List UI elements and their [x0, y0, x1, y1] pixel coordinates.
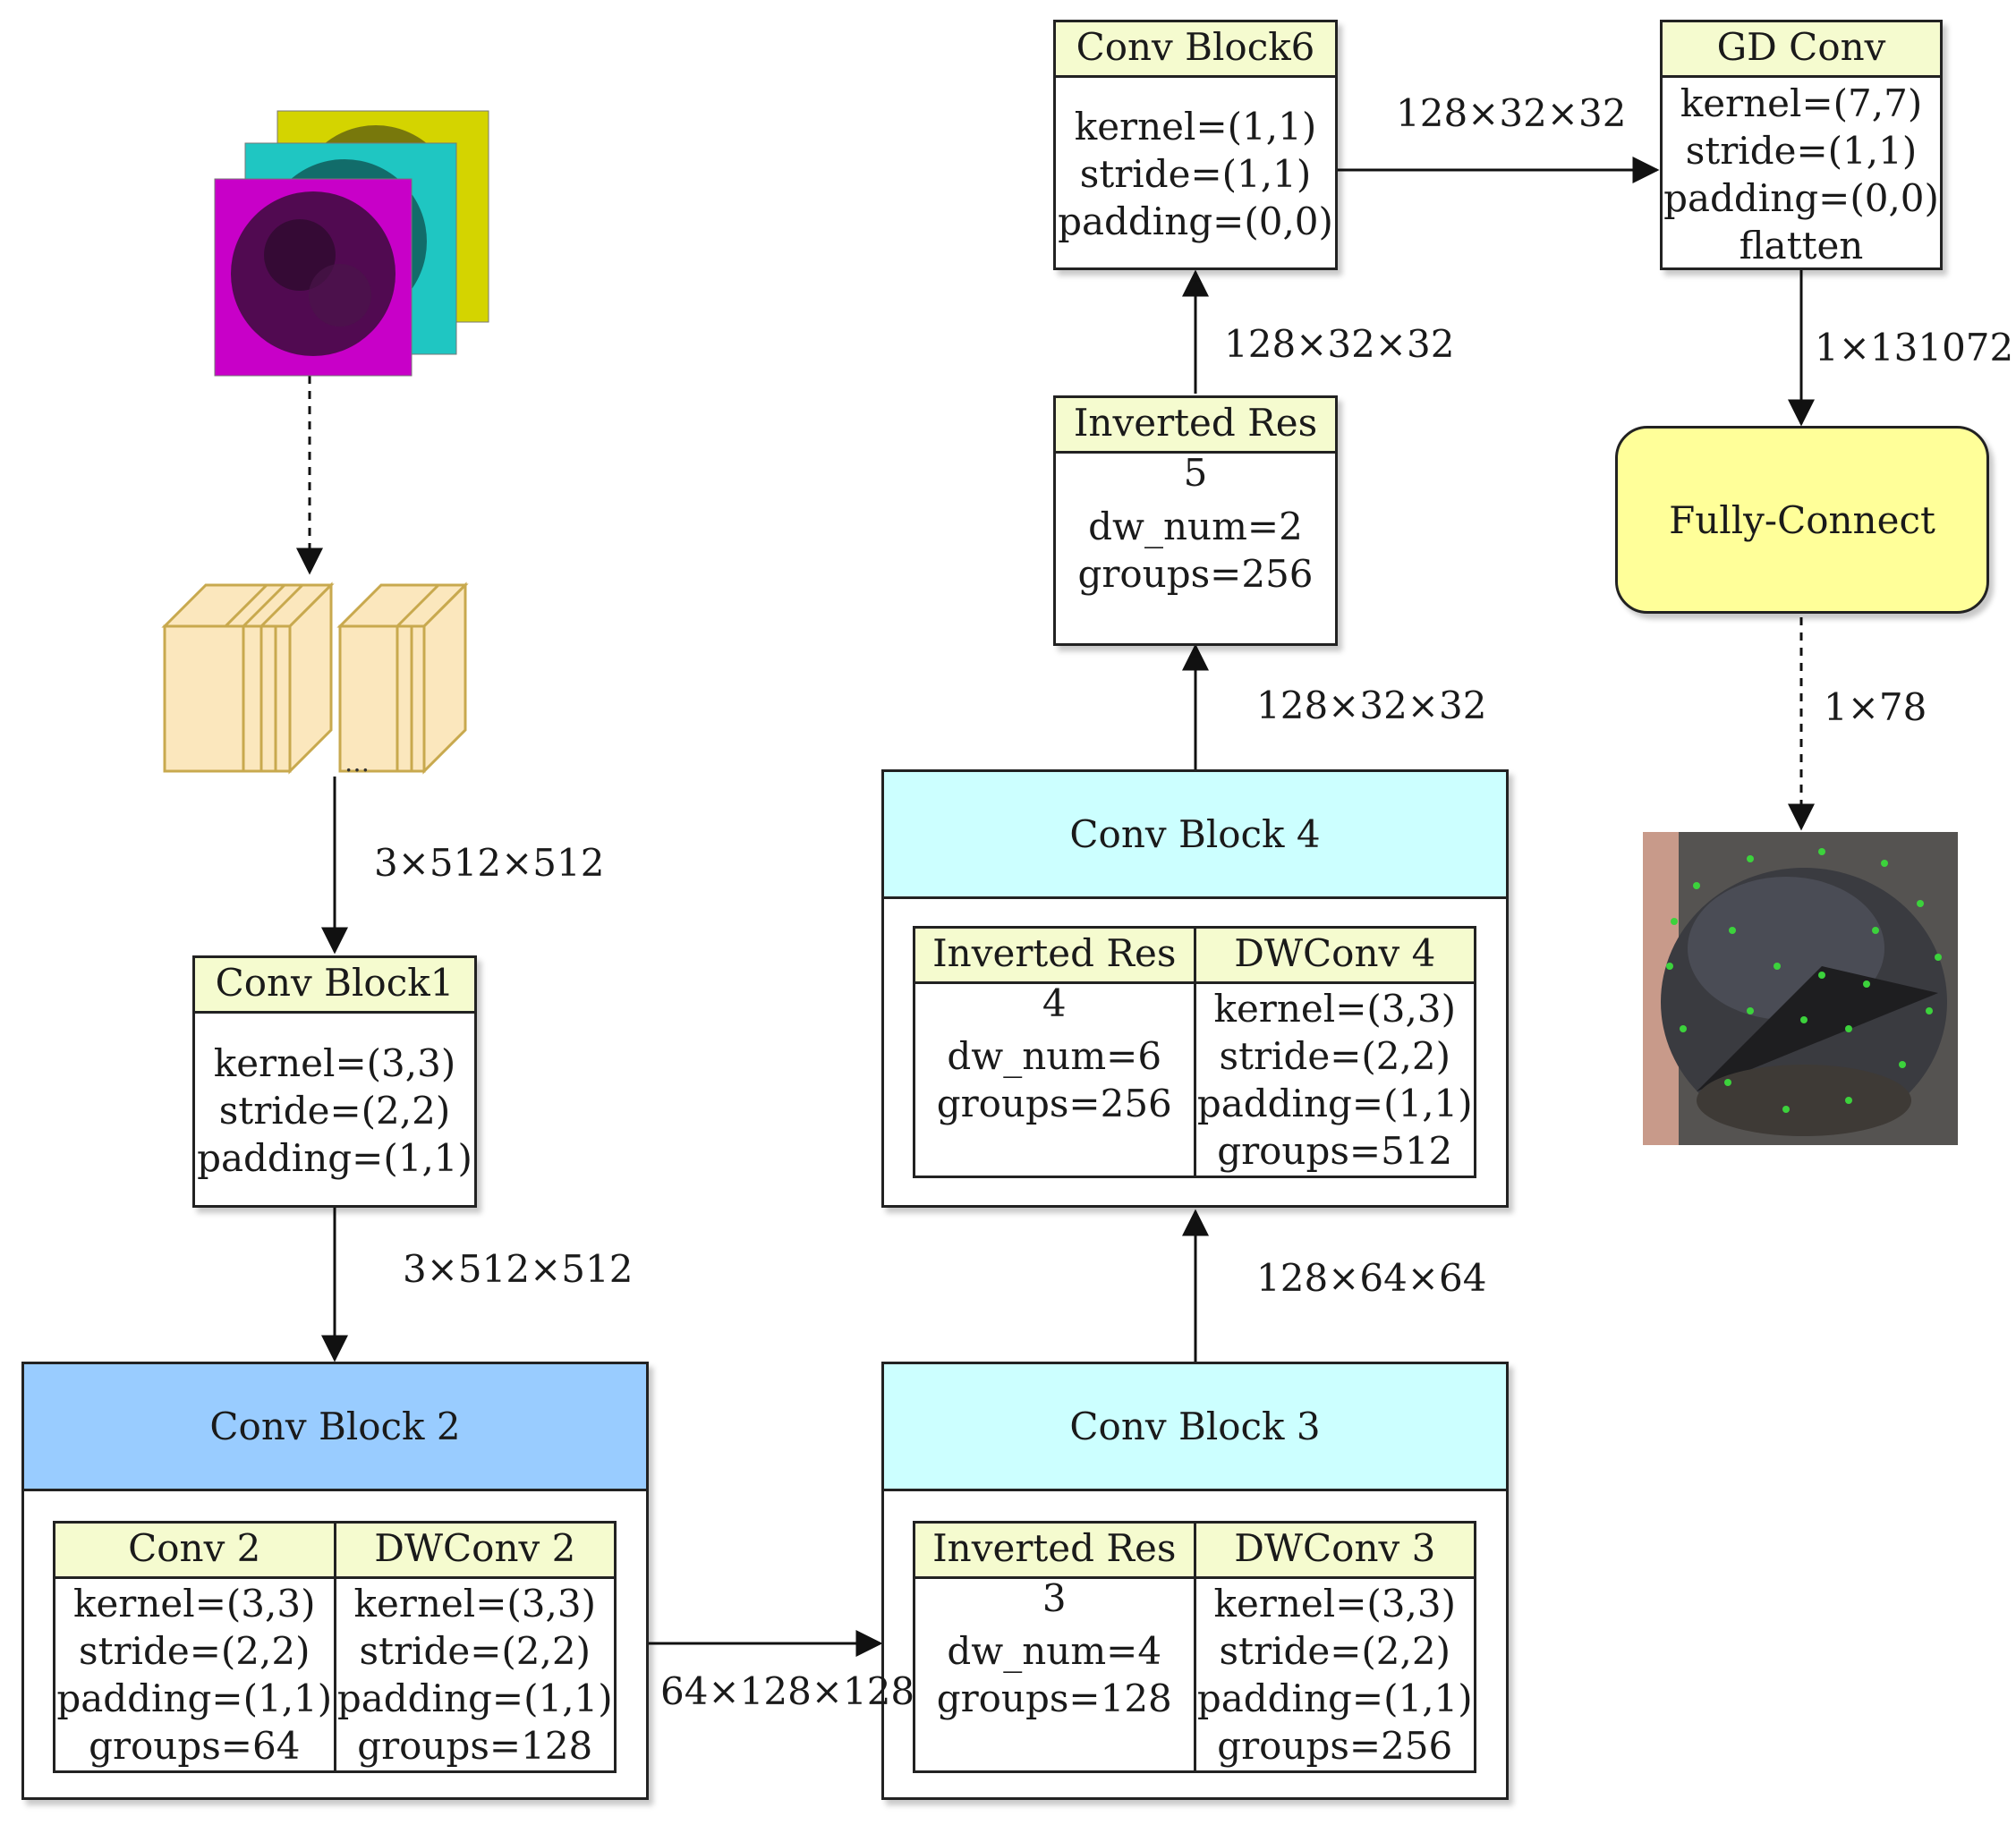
- conv-block6: Conv Block6 kernel=(1,1) stride=(1,1) pa…: [1053, 20, 1338, 270]
- inverted-res3-title: Inverted Res 3: [915, 1524, 1194, 1620]
- param-line: dw_num=2: [1088, 504, 1303, 548]
- conv2-column: Conv 2 kernel=(3,3) stride=(2,2) padding…: [55, 1524, 334, 1770]
- dwconv3-title: DWConv 3: [1195, 1524, 1474, 1579]
- dwconv2-title: DWConv 2: [336, 1524, 614, 1579]
- param-line: stride=(2,2): [1219, 1629, 1450, 1673]
- param-line: padding=(1,1): [197, 1136, 472, 1180]
- inverted-res5-title: Inverted Res 5: [1056, 398, 1335, 495]
- param-line: groups=256: [1077, 551, 1314, 596]
- param-line: kernel=(7,7): [1680, 81, 1923, 125]
- param-line: padding=(1,1): [336, 1676, 613, 1720]
- conv-block2: Conv Block 2 Conv 2 kernel=(3,3) stride=…: [21, 1362, 649, 1800]
- conv-block1-title: Conv Block1: [195, 958, 474, 1014]
- input-image-stack-icon: [214, 110, 489, 377]
- param-line: groups=64: [89, 1724, 301, 1768]
- conv-block4-title: Conv Block 4: [884, 772, 1506, 899]
- gd-conv: GD Conv kernel=(7,7) stride=(1,1) paddin…: [1660, 20, 1943, 270]
- param-line: padding=(1,1): [1196, 1082, 1473, 1125]
- conv-block2-inner: Conv 2 kernel=(3,3) stride=(2,2) padding…: [53, 1521, 617, 1773]
- edge-label-cb4-to-ir5: 128×32×32: [1256, 683, 1487, 727]
- param-line: padding=(0,0): [1663, 175, 1939, 220]
- conv-block6-params: kernel=(1,1) stride=(1,1) padding=(0,0): [1056, 78, 1335, 270]
- param-line: groups=128: [357, 1724, 593, 1768]
- conv-block2-title: Conv Block 2: [24, 1364, 646, 1491]
- dwconv2-params: kernel=(3,3) stride=(2,2) padding=(1,1) …: [336, 1579, 615, 1770]
- svg-text:…: …: [345, 748, 370, 777]
- conv2-title: Conv 2: [55, 1524, 334, 1579]
- conv-block6-title: Conv Block6: [1056, 22, 1335, 78]
- param-line: kernel=(3,3): [353, 1582, 596, 1626]
- inverted-res4-params: dw_num=6 groups=256: [915, 984, 1194, 1176]
- param-line: padding=(0,0): [1058, 199, 1333, 243]
- param-line: groups=128: [936, 1676, 1172, 1720]
- param-line: stride=(2,2): [79, 1629, 310, 1673]
- param-line: stride=(2,2): [1219, 1034, 1450, 1078]
- fully-connect: Fully-Connect: [1615, 426, 1989, 614]
- inverted-res4-column: Inverted Res 4 dw_num=6 groups=256: [915, 929, 1194, 1176]
- dwconv3-params: kernel=(3,3) stride=(2,2) padding=(1,1) …: [1196, 1579, 1475, 1770]
- param-line: padding=(1,1): [1196, 1676, 1473, 1720]
- conv-block3-title: Conv Block 3: [884, 1364, 1506, 1491]
- edge-label-cb6-to-gd: 128×32×32: [1396, 91, 1627, 135]
- edge-label-gd-to-fc: 1×131072: [1815, 326, 2014, 369]
- edge-label-input-to-cb1: 3×512×512: [374, 841, 605, 885]
- dwconv4-column: DWConv 4 kernel=(3,3) stride=(2,2) paddi…: [1193, 929, 1475, 1176]
- param-line: dw_num=6: [947, 1034, 1162, 1078]
- param-line: padding=(1,1): [56, 1676, 333, 1720]
- param-line: kernel=(3,3): [213, 1041, 456, 1085]
- param-line: kernel=(1,1): [1074, 105, 1317, 149]
- edge-label-cb1-to-cb2: 3×512×512: [403, 1247, 634, 1291]
- param-line: groups=256: [1217, 1724, 1453, 1768]
- dwconv4-title: DWConv 4: [1195, 929, 1474, 984]
- param-line: kernel=(3,3): [73, 1582, 316, 1626]
- inverted-res3-params: dw_num=4 groups=128: [915, 1579, 1194, 1770]
- conv-block1-params: kernel=(3,3) stride=(2,2) padding=(1,1): [195, 1014, 474, 1208]
- edge-label-cb3-to-cb4: 128×64×64: [1256, 1256, 1487, 1300]
- param-line: groups=256: [936, 1082, 1172, 1125]
- param-line: dw_num=4: [947, 1629, 1162, 1673]
- inverted-res3-column: Inverted Res 3 dw_num=4 groups=128: [915, 1524, 1194, 1770]
- param-line: flatten: [1739, 223, 1864, 267]
- dwconv2-column: DWConv 2 kernel=(3,3) stride=(2,2) paddi…: [333, 1524, 615, 1770]
- output-crab-photo-icon: [1643, 832, 1958, 1145]
- param-line: stride=(1,1): [1079, 152, 1312, 196]
- param-line: kernel=(3,3): [1213, 987, 1456, 1031]
- param-line: stride=(1,1): [1685, 128, 1918, 173]
- conv-block4-inner: Inverted Res 4 dw_num=6 groups=256 DWCon…: [913, 926, 1476, 1178]
- inverted-res4-title: Inverted Res 4: [915, 929, 1194, 1025]
- conv-block3-inner: Inverted Res 3 dw_num=4 groups=128 DWCon…: [913, 1521, 1476, 1773]
- inverted-res5-params: dw_num=2 groups=256: [1056, 454, 1335, 646]
- conv2-params: kernel=(3,3) stride=(2,2) padding=(1,1) …: [55, 1579, 334, 1770]
- conv-block1: Conv Block1 kernel=(3,3) stride=(2,2) pa…: [192, 955, 477, 1208]
- feature-map-cubes-icon: …: [161, 581, 469, 777]
- param-line: groups=512: [1217, 1129, 1453, 1173]
- edge-label-fc-to-output: 1×78: [1824, 685, 1927, 729]
- conv-block3: Conv Block 3 Inverted Res 3 dw_num=4 gro…: [881, 1362, 1509, 1800]
- param-line: stride=(2,2): [218, 1089, 451, 1133]
- inverted-res5: Inverted Res 5 dw_num=2 groups=256: [1053, 395, 1338, 646]
- param-line: kernel=(3,3): [1213, 1582, 1456, 1626]
- edge-label-cb2-to-cb3: 64×128×128: [660, 1669, 915, 1713]
- conv-block4: Conv Block 4 Inverted Res 4 dw_num=6 gro…: [881, 769, 1509, 1208]
- edge-label-ir5-to-cb6: 128×32×32: [1224, 322, 1455, 366]
- gd-conv-title: GD Conv: [1663, 22, 1940, 78]
- dwconv3-column: DWConv 3 kernel=(3,3) stride=(2,2) paddi…: [1193, 1524, 1475, 1770]
- param-line: stride=(2,2): [359, 1629, 591, 1673]
- gd-conv-params: kernel=(7,7) stride=(1,1) padding=(0,0) …: [1663, 78, 1940, 270]
- dwconv4-params: kernel=(3,3) stride=(2,2) padding=(1,1) …: [1196, 984, 1475, 1176]
